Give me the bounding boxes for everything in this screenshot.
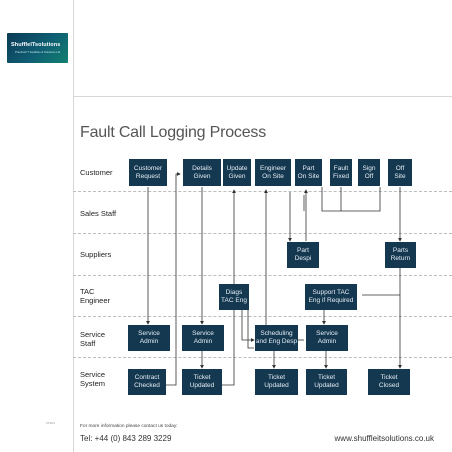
box-details-given: Details Given <box>183 159 221 186</box>
website-link[interactable]: www.shuffleitsolutions.co.uk <box>334 434 434 443</box>
page-title: Fault Call Logging Process <box>80 124 267 141</box>
lane-separator <box>73 233 452 234</box>
connector-diags-to-scheduling <box>241 310 255 342</box>
lane-label-sales-staff: Sales Staff <box>80 209 117 218</box>
lane-separator <box>73 316 452 317</box>
lane-separator <box>73 357 452 358</box>
box-service-admin-3: Service Admin <box>306 325 348 351</box>
lane-label-tac-engineer: TAC Engineer <box>80 287 111 305</box>
lane-label-service-system: Service System <box>80 370 106 388</box>
box-part-despi: Part Despi <box>287 242 319 268</box>
box-ticket-updated-1: Ticket Updated <box>182 369 222 395</box>
box-service-admin-1: Service Admin <box>128 325 170 351</box>
box-off-site: Off Site <box>388 159 412 186</box>
box-support-tac: Support TAC Eng if Required <box>305 284 357 310</box>
logo-tagline: Practical IT Facilities & Solutions Ltd <box>15 50 61 54</box>
contact-phone: Tel: +44 (0) 843 289 3229 <box>80 434 172 443</box>
logo-name: ShuffleITsolutions <box>11 42 61 48</box>
box-ticket-updated-2: Ticket Updated <box>255 369 298 395</box>
box-customer-request: Customer Request <box>129 159 167 186</box>
company-logo: ShuffleITsolutions Practical IT Faciliti… <box>7 33 68 63</box>
connector-contract-to-details <box>166 172 181 386</box>
box-sign-off: Sign Off <box>358 159 380 186</box>
box-update-given: Update Given <box>223 159 251 186</box>
box-contract-checked: Contract Checked <box>128 369 166 395</box>
box-ticket-updated-3: Ticket Updated <box>306 369 347 395</box>
document-reference: 6790/1 <box>46 421 56 425</box>
lane-separator <box>73 191 452 192</box>
box-ticket-closed: Ticket Closed <box>368 369 410 395</box>
contact-prompt: For more information please contact us t… <box>80 424 178 429</box>
box-engineer-on-site: Engineer On Site <box>255 159 291 186</box>
lane-label-service-staff: Service Staff <box>80 330 106 348</box>
lane-label-customer: Customer <box>80 168 113 177</box>
lane-separator <box>73 275 452 276</box>
box-parts-return: Parts Return <box>385 242 416 268</box>
box-scheduling: Scheduling and Eng Desp <box>255 325 298 351</box>
box-diags-tac-eng: Diags TAC Eng <box>219 284 249 310</box>
box-part-on-site: Part On Site <box>295 159 322 186</box>
header-rule <box>73 96 452 97</box>
box-fault-fixed: Fault Fixed <box>330 159 352 186</box>
margin-rule <box>73 0 74 452</box>
box-service-admin-2: Service Admin <box>182 325 224 351</box>
lane-label-suppliers: Suppliers <box>80 250 112 259</box>
